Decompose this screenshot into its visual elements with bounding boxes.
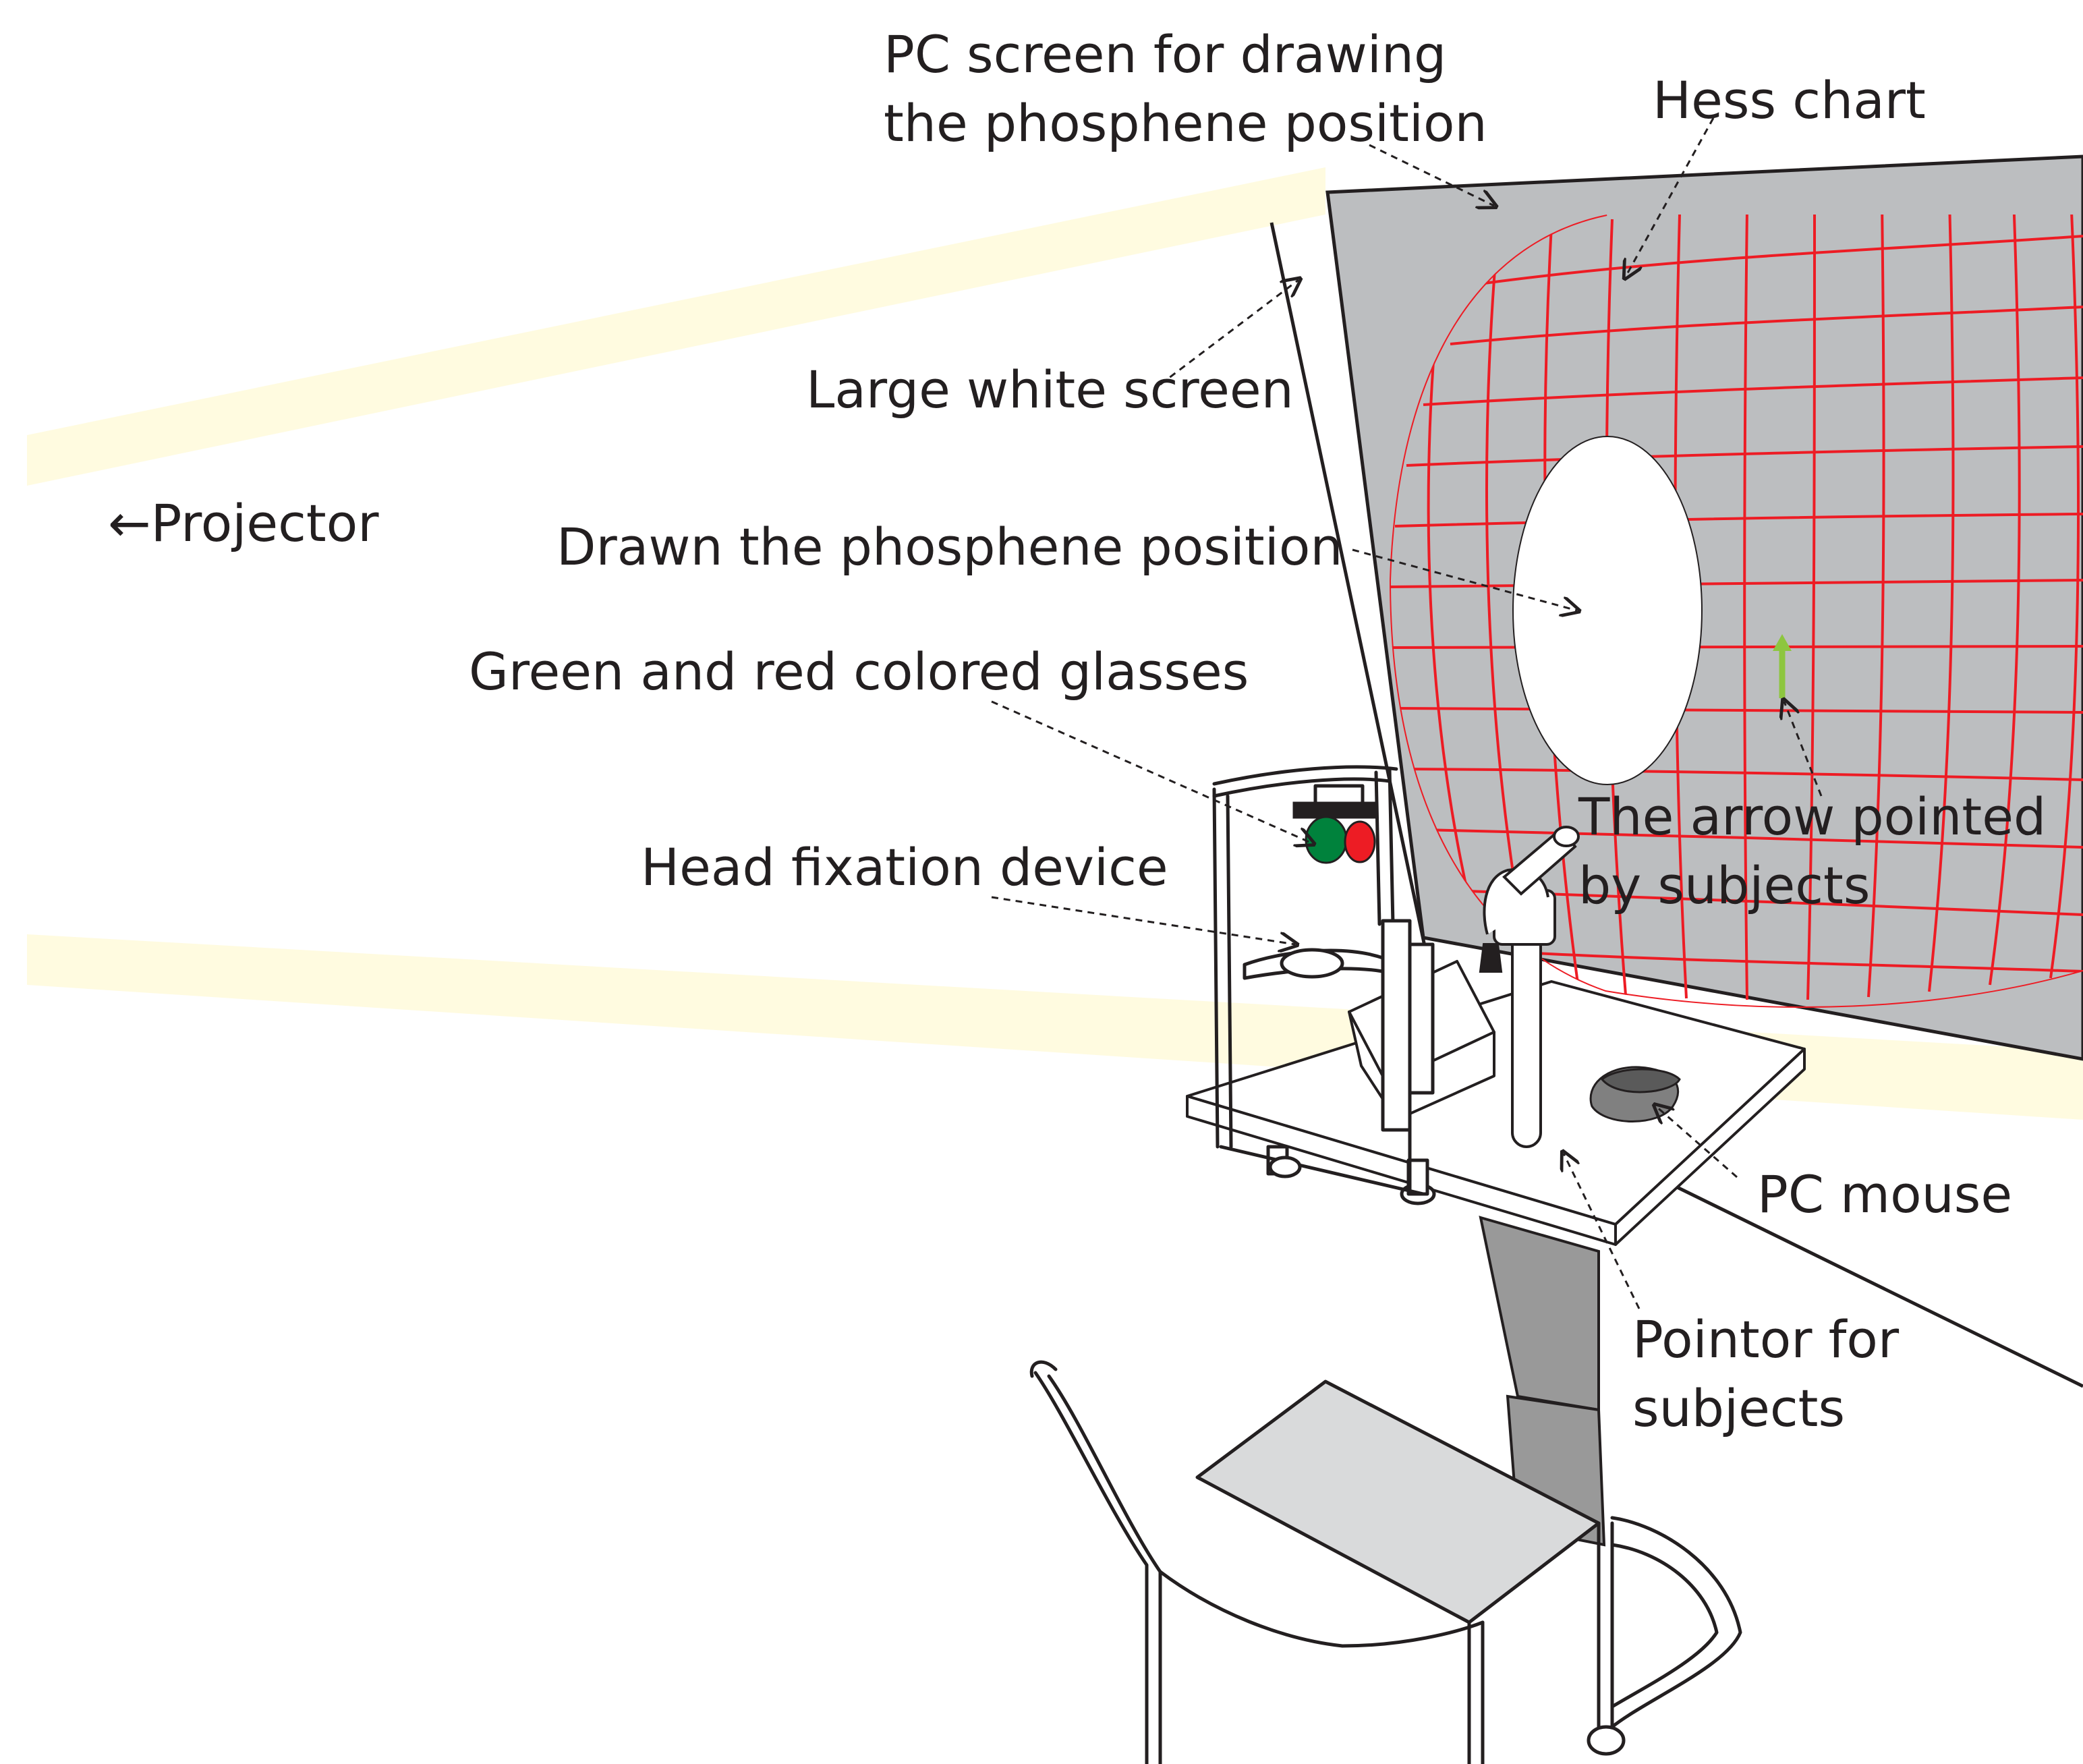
large-white-screen-edge [1269, 222, 1432, 972]
drawn-phosphene-ellipse [1512, 436, 1703, 785]
label-pc-mouse: PC mouse [1757, 1164, 2013, 1224]
head-fixation-device [1212, 765, 1436, 1205]
label-pc-screen: PC screen for drawing the phosphene posi… [884, 20, 1487, 158]
projector-beam-upper [27, 167, 1325, 486]
table [1186, 980, 1806, 1246]
hess-chart-grid [1390, 215, 2083, 1008]
leader-arrow-pointed [1784, 702, 1823, 797]
label-pointer-line1: Pointor for [1632, 1309, 1900, 1369]
label-projector: ←Projector [108, 493, 379, 553]
leader-hess-chart [1626, 117, 1715, 277]
pointer-device [1479, 826, 1580, 1148]
label-pc-screen-line2: the phosphene position [884, 93, 1487, 153]
leader-pointer [1564, 1154, 1640, 1309]
label-pointer: Pointor for subjects [1632, 1305, 1899, 1443]
chair [1029, 1360, 1742, 1764]
label-pc-screen-line1: PC screen for drawing [884, 24, 1447, 84]
leader-pc-mouse [1656, 1106, 1738, 1178]
label-hess-chart: Hess chart [1653, 70, 1926, 130]
label-arrow-pointed-line2: by subjects [1578, 855, 1871, 915]
leader-glasses [991, 700, 1312, 843]
subject-arrow [1773, 634, 1792, 698]
label-colored-glasses: Green and red colored glasses [469, 642, 1249, 702]
leader-head-fixation [991, 896, 1295, 944]
leader-lines [991, 117, 1823, 1309]
label-arrow-pointed: The arrow pointed by subjects [1578, 783, 2046, 920]
leader-phosphene [1352, 548, 1577, 610]
colored-glasses [1292, 801, 1376, 864]
label-large-white-screen: Large white screen [806, 360, 1294, 420]
pc-mouse [1589, 1066, 1681, 1122]
label-drawn-phosphene: Drawn the phosphene position [557, 517, 1343, 577]
leader-white-screen [1160, 280, 1299, 386]
pc-screen-panel [1325, 154, 2083, 1061]
green-lens [1305, 816, 1348, 864]
label-head-fixation: Head fixation device [641, 837, 1168, 897]
label-arrow-pointed-line1: The arrow pointed [1578, 787, 2047, 847]
red-lens [1344, 820, 1376, 863]
label-pointer-line2: subjects [1632, 1378, 1846, 1438]
leader-pc-screen [1369, 144, 1494, 206]
table-side-edge [1614, 1048, 1806, 1246]
